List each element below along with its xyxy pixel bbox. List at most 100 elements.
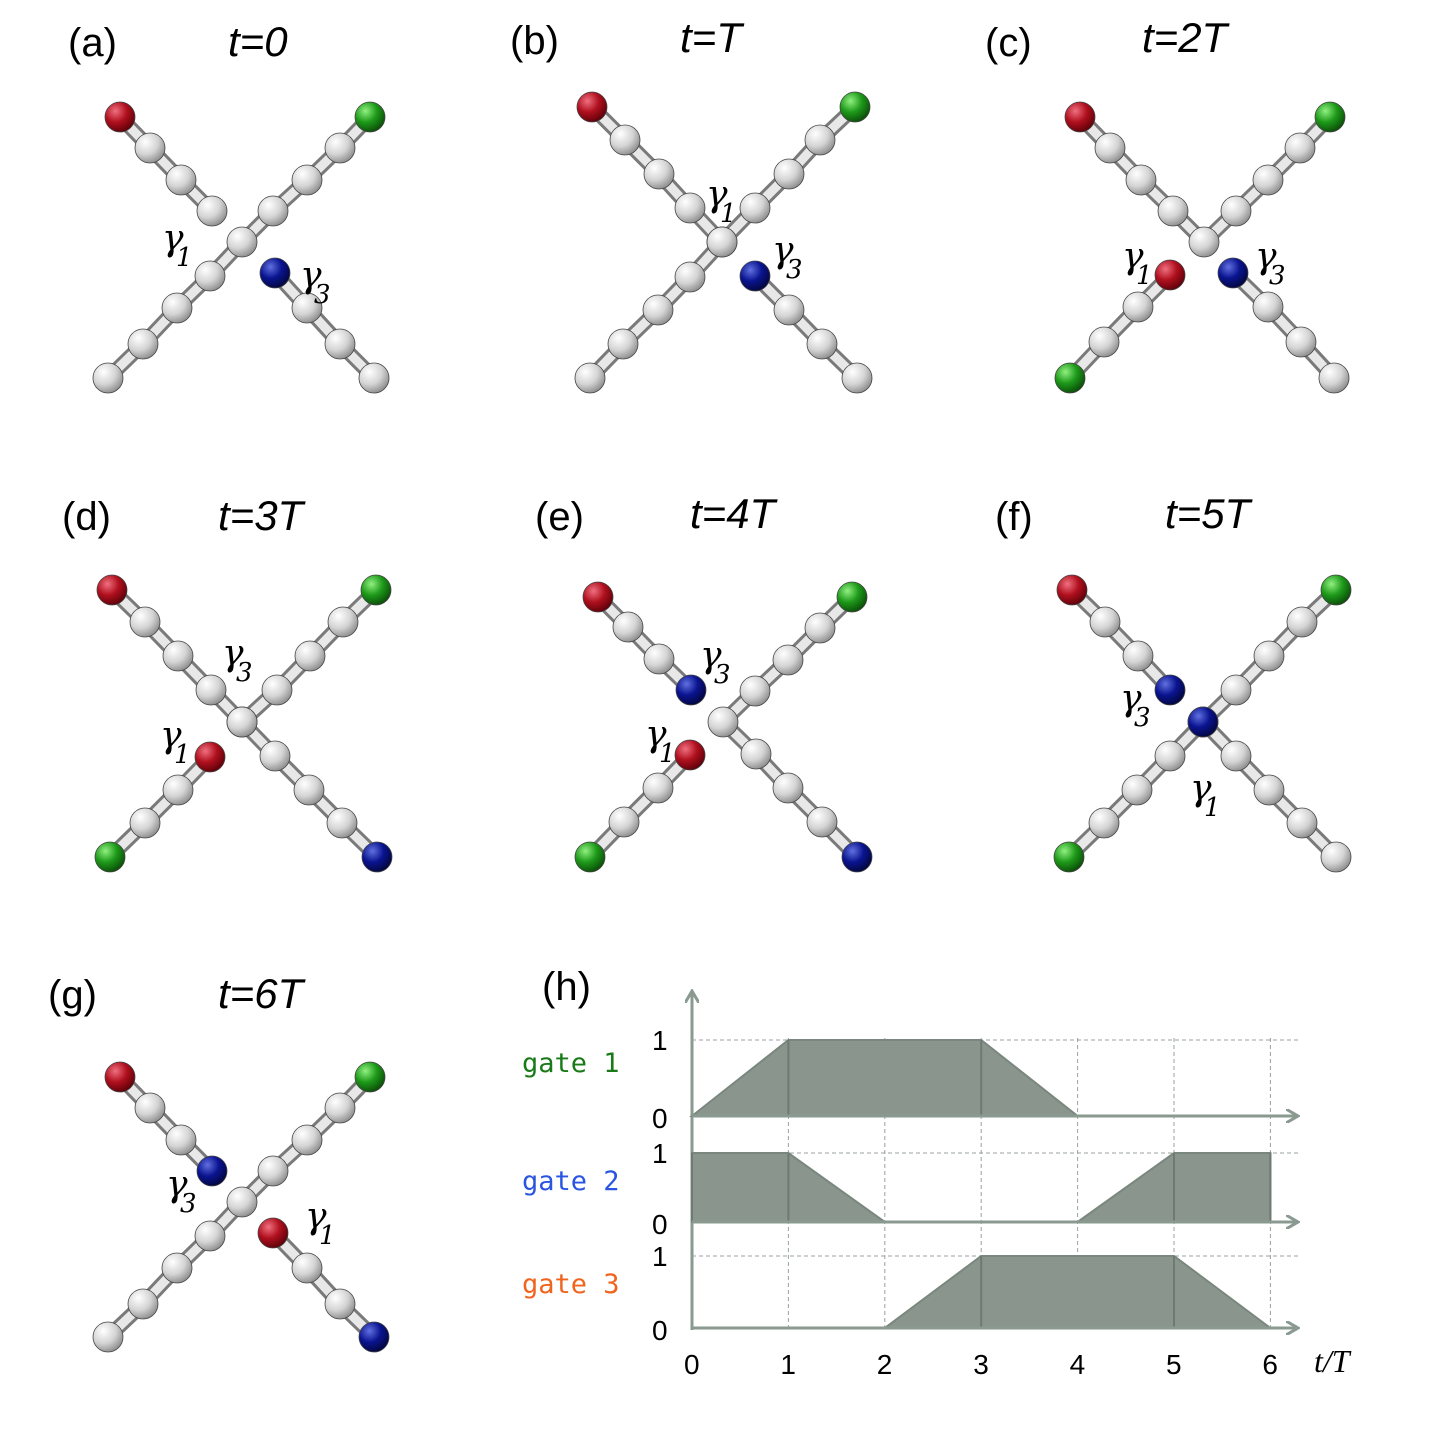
time-label: t=6T [218, 970, 307, 1017]
lattice-site [1253, 640, 1285, 672]
gate-label-2: gate 2 [522, 1166, 620, 1197]
gamma-1-label-subscript: 1 [1136, 261, 1153, 291]
lattice-site [608, 806, 640, 838]
gamma-1-label: γ [162, 218, 184, 259]
gamma-1-label-subscript: 1 [659, 739, 676, 769]
lattice-site [226, 1186, 258, 1218]
gate-label-1: gate 1 [522, 1048, 620, 1079]
lattice-site [1220, 674, 1252, 706]
panel-label-h: (h) [542, 965, 591, 1009]
lattice-site [226, 706, 258, 738]
green-end-site [354, 1061, 386, 1093]
lattice-site [1284, 132, 1316, 164]
lattice-site [806, 806, 838, 838]
lattice-site [642, 294, 674, 326]
lattice-site [643, 643, 675, 675]
x-axis-label: t/T [1314, 1343, 1352, 1379]
blue-end-site [358, 1321, 390, 1353]
blue-end-site [1217, 257, 1249, 289]
lattice-site [194, 1220, 226, 1252]
lattice-site [1157, 195, 1189, 227]
lattice-site [804, 612, 836, 644]
time-label: t=4T [690, 490, 779, 537]
time-label: t=0 [228, 18, 288, 65]
green-end-site [1314, 101, 1346, 133]
lattice-site [261, 674, 293, 706]
gamma-3-label-subscript: 3 [314, 280, 331, 310]
y-tick-1: 1 [652, 1241, 668, 1272]
lattice-site [1088, 326, 1120, 358]
lattice-site [773, 294, 805, 326]
gamma-3-label: γ [300, 255, 322, 296]
panel-label: (a) [68, 21, 117, 65]
red-end-site [194, 741, 226, 773]
gamma-1-label: γ [305, 1196, 327, 1237]
time-label: t=3T [218, 492, 307, 539]
lattice-site [257, 195, 289, 227]
gamma-1-label-subscript: 1 [319, 1221, 336, 1251]
x-tick: 2 [877, 1349, 893, 1380]
gamma-1-label-subscript: 1 [1204, 793, 1221, 823]
x-tick: 3 [973, 1349, 989, 1380]
x-tick: 0 [684, 1349, 700, 1380]
red-end-site [104, 101, 136, 133]
red-end-site [582, 581, 614, 613]
lattice-site [1122, 640, 1154, 672]
lattice-site [324, 1288, 356, 1320]
gamma-1-label: γ [1190, 768, 1212, 809]
lattice-site [772, 772, 804, 804]
lattice-site [739, 192, 771, 224]
green-end-site [1320, 574, 1352, 606]
lattice-site [1220, 740, 1252, 772]
red-end-site [576, 91, 608, 123]
blue-end-site [361, 841, 393, 873]
time-label: t=T [680, 14, 745, 61]
lattice-site [129, 807, 161, 839]
gamma-1-label: γ [160, 715, 182, 756]
lattice-site [1285, 326, 1317, 358]
lattice-site [324, 132, 356, 164]
lattice-site [327, 606, 359, 638]
red-end-site [257, 1217, 289, 1249]
gamma-3-label-subscript: 3 [1269, 261, 1286, 291]
blue-end-site [739, 260, 771, 292]
green-end-site [1053, 841, 1085, 873]
lattice-site [1154, 740, 1186, 772]
lattice-site [291, 164, 323, 196]
lattice-site [196, 195, 228, 227]
lattice-site [294, 640, 326, 672]
lattice-site [707, 706, 739, 738]
panel-label: (b) [510, 19, 559, 63]
lattice-site [1122, 291, 1154, 323]
lattice-site [806, 328, 838, 360]
red-end-site [104, 1061, 136, 1093]
panel-label: (g) [48, 973, 97, 1017]
gamma-3-label-subscript: 3 [236, 658, 253, 688]
lattice-site [1252, 164, 1284, 196]
y-tick-0: 0 [652, 1315, 668, 1346]
gamma-1-label: γ [706, 174, 728, 215]
green-end-site [94, 841, 126, 873]
red-end-site [1056, 574, 1088, 606]
lattice-site [134, 132, 166, 164]
red-end-site [96, 574, 128, 606]
lattice-site [92, 1321, 124, 1353]
lattice-site [293, 774, 325, 806]
lattice-site [1252, 291, 1284, 323]
lattice-site [324, 328, 356, 360]
lattice-site [773, 158, 805, 190]
lattice-site [706, 226, 738, 258]
red-end-site [1154, 259, 1186, 291]
gamma-3-label-subscript: 3 [180, 1189, 197, 1219]
gamma-1-label: γ [1122, 236, 1144, 277]
panel-label: (f) [995, 495, 1033, 539]
green-end-site [354, 101, 386, 133]
lattice-site [1188, 226, 1220, 258]
lattice-site [165, 164, 197, 196]
